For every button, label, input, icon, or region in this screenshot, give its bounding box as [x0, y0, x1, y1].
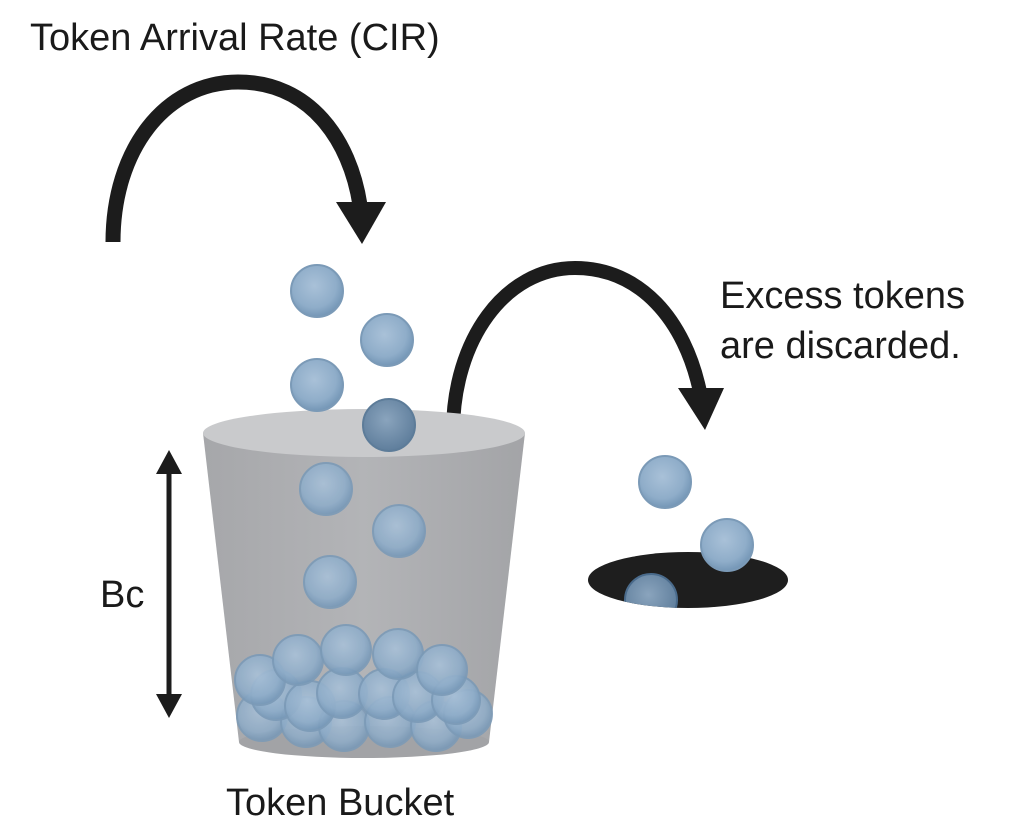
excess-tokens-label-line2: are discarded.	[720, 325, 961, 367]
token	[290, 264, 344, 318]
arrival-arrow	[105, 74, 386, 244]
token-bucket-label: Token Bucket	[226, 782, 455, 824]
excess-arrow	[446, 260, 724, 433]
discard-hole	[588, 552, 788, 608]
token	[372, 504, 426, 558]
token	[362, 398, 416, 452]
bc-dimension-arrow	[156, 450, 182, 718]
token	[372, 628, 424, 680]
token	[416, 644, 468, 696]
token	[624, 573, 678, 608]
bc-label: Bc	[100, 574, 144, 616]
arrival-rate-label: Token Arrival Rate (CIR)	[30, 17, 440, 59]
excess-tokens-label-line1: Excess tokens	[720, 275, 965, 317]
token	[320, 624, 372, 676]
token	[272, 634, 324, 686]
tokens	[234, 264, 754, 752]
token	[290, 358, 344, 412]
token	[638, 455, 692, 509]
token	[299, 462, 353, 516]
token	[360, 313, 414, 367]
token	[700, 518, 754, 572]
token	[303, 555, 357, 609]
